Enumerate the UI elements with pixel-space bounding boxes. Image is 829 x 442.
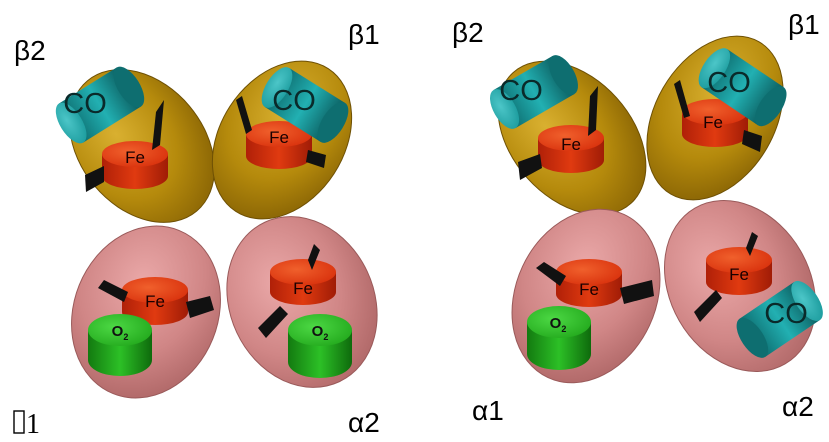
heme-disc: Fe — [102, 141, 168, 189]
histidine-icon — [258, 306, 288, 338]
heme-disc: Fe — [270, 259, 336, 305]
co-label: CO — [272, 85, 316, 117]
histidine-icon — [308, 244, 320, 270]
histidine-icon — [236, 96, 252, 134]
subunit-beta2: Fe CO — [55, 66, 215, 223]
o2-label: O2 — [550, 315, 567, 334]
subunit-beta2: Fe CO — [490, 55, 647, 216]
heme-disc: Fe — [706, 247, 772, 295]
panel-left: Fe CO Fe — [13, 19, 380, 440]
tofu-box-icon — [13, 410, 25, 434]
co-label: CO — [63, 88, 107, 120]
heme-disc: Fe — [556, 259, 622, 307]
subunit-beta1: Fe CO — [211, 60, 353, 220]
histidine-icon — [98, 280, 128, 302]
fe-label: Fe — [145, 292, 165, 311]
heme-disc: Fe — [122, 277, 188, 325]
histidine-icon — [588, 86, 598, 136]
histidine-icon — [85, 166, 104, 192]
heme-disc: Fe — [682, 99, 748, 147]
label-beta2: β2 — [452, 17, 484, 48]
co-label: CO — [764, 298, 808, 330]
histidine-icon — [306, 150, 326, 168]
fe-label: Fe — [579, 280, 599, 299]
label-beta1: β1 — [788, 9, 820, 40]
histidine-icon — [536, 262, 566, 286]
fe-label: Fe — [269, 128, 289, 147]
panel-right: Fe CO Fe — [452, 9, 823, 426]
co-cylinder — [490, 55, 578, 129]
o2-cylinder — [527, 306, 591, 370]
fe-label: Fe — [293, 279, 313, 298]
co-label: CO — [707, 67, 751, 99]
co-label: CO — [499, 75, 543, 107]
o2-label: O2 — [312, 323, 329, 342]
subunit-alpha2: Fe O2 — [226, 216, 378, 388]
label-beta1: β1 — [348, 19, 380, 50]
fe-label: Fe — [125, 148, 145, 167]
heme-disc: Fe — [246, 121, 312, 169]
fe-label: Fe — [729, 265, 749, 284]
o2-label: O2 — [112, 323, 129, 342]
label-beta2: β2 — [14, 35, 46, 66]
histidine-icon — [746, 232, 758, 256]
histidine-icon — [620, 280, 654, 304]
histidine-icon — [674, 80, 690, 118]
histidine-icon — [742, 130, 762, 152]
subunit-alpha2: Fe CO — [664, 200, 823, 372]
label-alpha1: 1 — [26, 409, 40, 440]
o2-cylinder — [88, 314, 152, 376]
o2-cylinder — [288, 314, 352, 378]
label-alpha2: α2 — [782, 391, 814, 422]
subunit-alpha1: Fe O2 — [511, 208, 661, 384]
histidine-icon — [152, 100, 164, 150]
co-cylinder — [55, 66, 145, 144]
subunit-alpha1: Fe O2 — [71, 225, 221, 399]
histidine-icon — [694, 290, 722, 322]
co-cylinder — [698, 48, 787, 127]
fe-label: Fe — [561, 135, 581, 154]
subunit-beta1: Fe CO — [646, 35, 787, 201]
label-alpha1: α1 — [472, 395, 504, 426]
heme-disc: Fe — [538, 125, 604, 173]
histidine-icon — [186, 296, 214, 318]
label-alpha2: α2 — [348, 407, 380, 438]
co-cylinder — [261, 67, 349, 143]
histidine-icon — [518, 154, 542, 180]
co-cylinder — [736, 280, 823, 358]
fe-label: Fe — [703, 113, 723, 132]
